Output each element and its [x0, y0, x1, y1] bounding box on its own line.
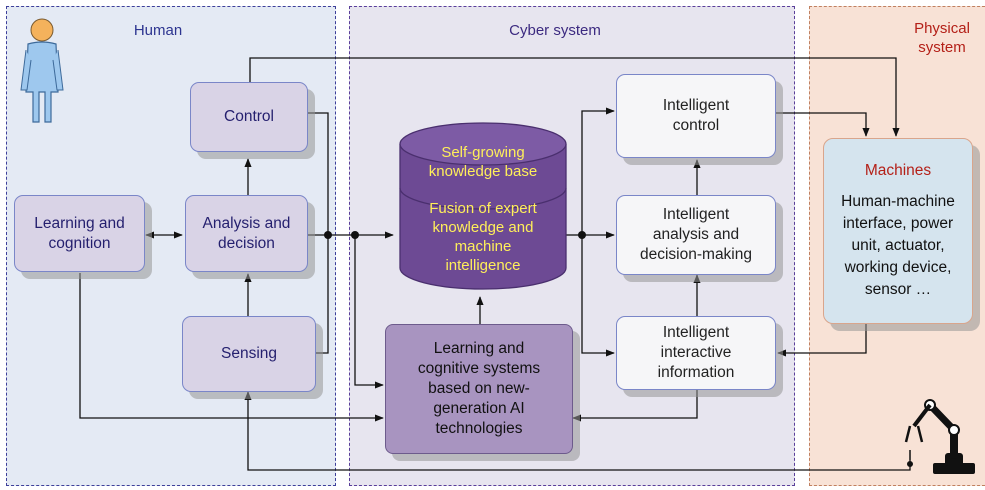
machines-title: Machines [864, 162, 932, 179]
arrow-branch-to-learning-systems [354, 235, 384, 389]
arrow-control-to-machines [249, 57, 900, 137]
arrow-learning-cognition-to-ls [79, 273, 384, 422]
knowledge-base-body: Fusion of expert knowledge and machine i… [429, 200, 537, 274]
intelligent-analysis-box[interactable]: Intelligent analysis and decision-making [616, 195, 776, 275]
intelligent-control-box[interactable]: Intelligent control [616, 74, 776, 158]
intelligent-control-label: Intelligent control [662, 97, 730, 134]
junction-dot [578, 231, 586, 239]
arrow-junction2-to-ii [581, 235, 615, 357]
machines-box[interactable]: Machines Human-machine interface, power … [823, 138, 973, 324]
machines-body: Human-machine interface, power unit, act… [841, 193, 955, 298]
learning-cognitive-systems-box[interactable]: Learning and cognitive systems based on … [385, 324, 573, 454]
robot-arm-icon [904, 399, 975, 474]
arrow-machines-to-ii [777, 324, 867, 357]
learning-cognition-label: Learning and cognition [34, 214, 125, 252]
knowledge-base-title: Self-growing knowledge base [428, 144, 538, 180]
human-region-label: Human [133, 22, 183, 39]
intelligent-interactive-box[interactable]: Intelligent interactive information [616, 316, 776, 390]
arrow-ii-to-ls [572, 390, 698, 422]
junction-dot [351, 231, 359, 239]
sensing-box[interactable]: Sensing [182, 316, 316, 392]
intelligent-interactive-label: Intelligent interactive information [657, 324, 735, 381]
analysis-decision-box[interactable]: Analysis and decision [185, 195, 308, 272]
physical-region-label: Physical system [914, 20, 970, 56]
analysis-decision-label: Analysis and decision [202, 214, 291, 252]
sensing-label: Sensing [220, 345, 277, 362]
human-figure-icon [20, 18, 64, 123]
learning-cognition-box[interactable]: Learning and cognition [14, 195, 145, 272]
knowledge-base-cylinder [399, 122, 567, 290]
arrow-intelligent-control-to-machines [776, 112, 870, 137]
junction-dot [324, 231, 332, 239]
arrow-junction2-to-ic [581, 107, 615, 235]
control-label: Control [224, 108, 274, 125]
learning-cognitive-systems-label: Learning and cognitive systems based on … [417, 340, 541, 437]
arrow-bottom-loop-to-sensing [244, 391, 911, 471]
intelligent-analysis-label: Intelligent analysis and decision-making [640, 206, 752, 263]
cyber-region-label: Cyber system [509, 22, 601, 39]
control-box[interactable]: Control [190, 82, 308, 152]
